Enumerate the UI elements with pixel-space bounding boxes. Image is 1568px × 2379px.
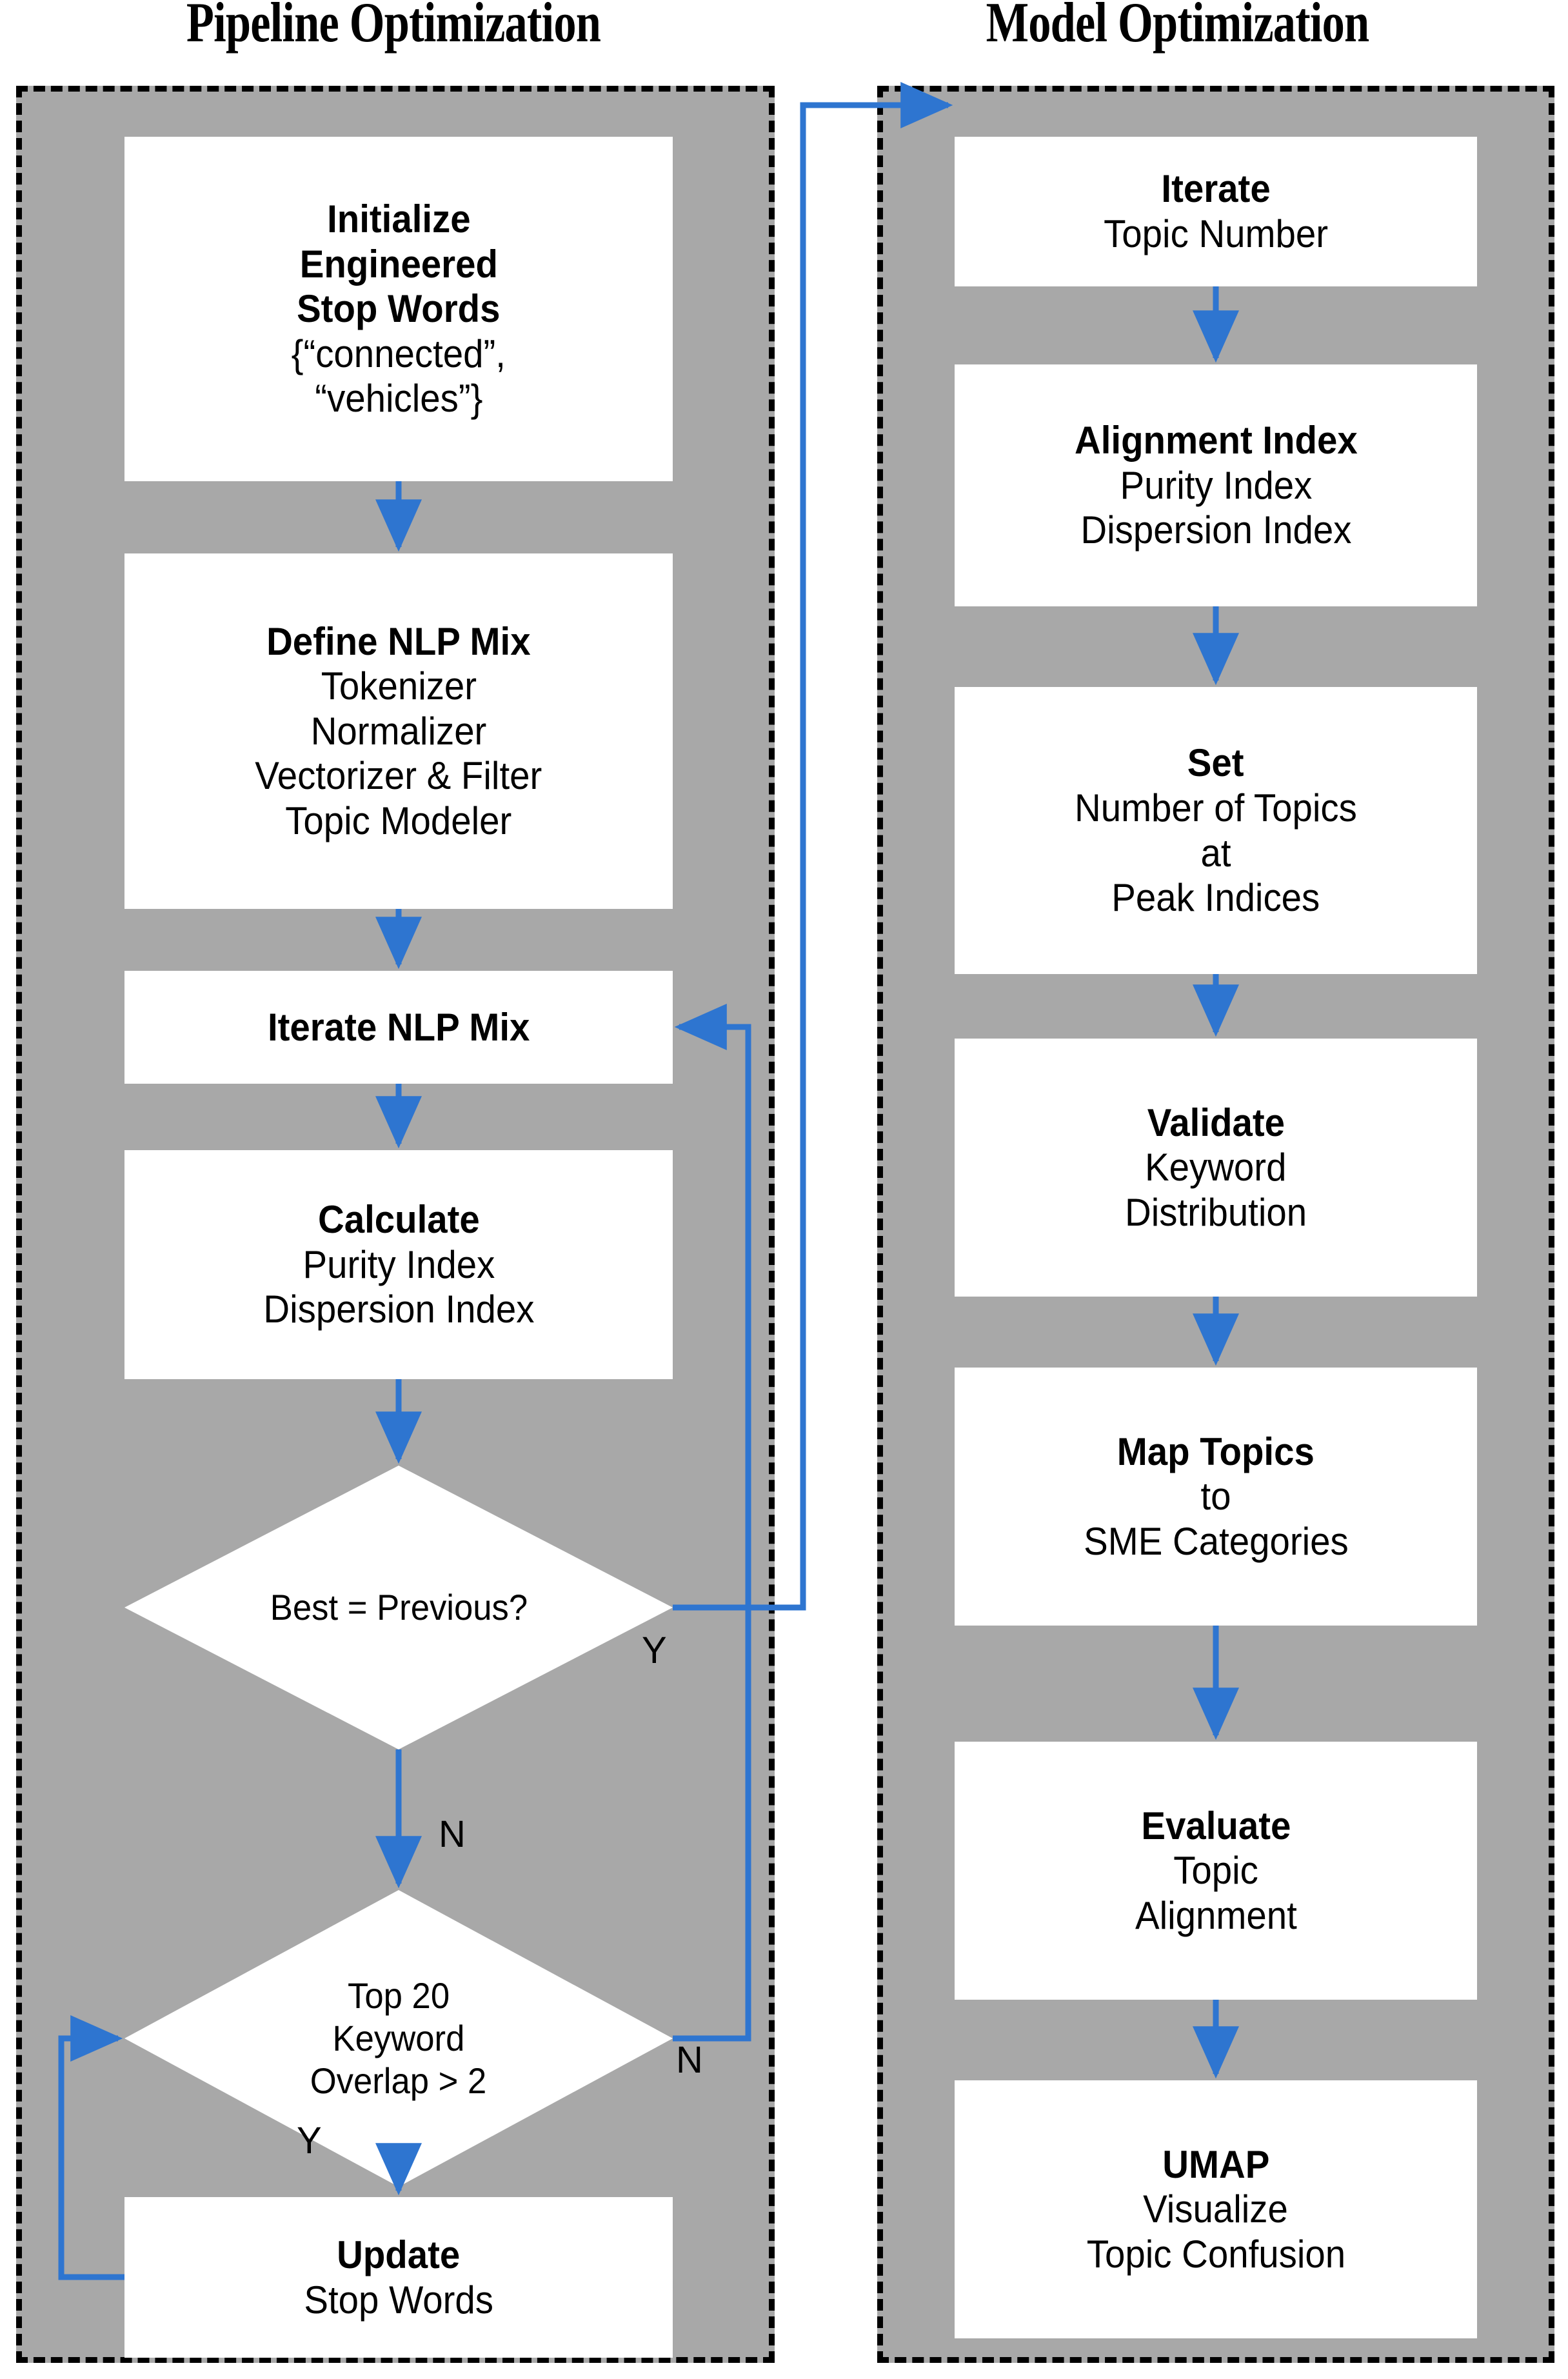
edge-label-overlap-no: N [676, 2039, 703, 2081]
node-line: Normalizer [310, 709, 487, 753]
node-alignment-index[interactable]: Alignment Index Purity Index Dispersion … [955, 364, 1477, 606]
node-umap-visualize[interactable]: UMAP Visualize Topic Confusion [955, 2080, 1477, 2338]
node-line: Alignment Index [1074, 419, 1358, 463]
decision-line: Best = Previous? [270, 1586, 528, 1627]
node-line: Keyword [1145, 1146, 1287, 1190]
node-line: Topic Modeler [285, 799, 512, 842]
node-initialize-stop-words[interactable]: Initialize Engineered Stop Words {“conne… [124, 137, 673, 481]
node-update-stop-words[interactable]: Update Stop Words [124, 2197, 673, 2358]
node-line: Define NLP Mix [266, 619, 531, 663]
decision-line: Overlap > 2 [310, 2060, 487, 2102]
node-line: Map Topics [1116, 1429, 1315, 1473]
edge-label-best-previous-no: N [439, 1813, 466, 1855]
node-line: Engineered [299, 242, 498, 286]
node-line: Stop Words [297, 287, 501, 331]
node-line: Number of Topics [1075, 786, 1357, 830]
node-validate-keyword-distribution[interactable]: Validate Keyword Distribution [955, 1039, 1477, 1297]
node-line: “vehicles”} [314, 377, 483, 421]
node-line: Update [337, 2233, 461, 2276]
node-map-topics-to-sme[interactable]: Map Topics to SME Categories [955, 1368, 1477, 1626]
node-line: {“connected”, [291, 332, 506, 375]
node-line: Visualize [1143, 2187, 1289, 2231]
node-line: Evaluate [1140, 1804, 1291, 1847]
node-line: Alignment [1135, 1893, 1297, 1937]
node-line: Tokenizer [321, 664, 477, 708]
node-line: Validate [1147, 1100, 1285, 1144]
node-line: Iterate NLP Mix [267, 1005, 530, 1049]
node-line: Vectorizer & Filter [255, 754, 542, 798]
node-line: Dispersion Index [263, 1288, 535, 1331]
node-line: Dispersion Index [1080, 508, 1352, 552]
node-line: Initialize [326, 197, 471, 241]
edge-label-overlap-yes: Y [297, 2120, 322, 2162]
edge-label-best-previous-yes: Y [642, 1629, 667, 1671]
node-line: Distribution [1124, 1190, 1307, 1234]
node-line: Iterate [1161, 167, 1271, 211]
decision-line: Top 20 [347, 1975, 450, 2016]
node-line: at [1200, 831, 1231, 875]
node-line: Peak Indices [1111, 876, 1320, 920]
node-line: to [1200, 1475, 1231, 1518]
node-line: Topic Confusion [1086, 2232, 1345, 2276]
node-line: Purity Index [303, 1242, 495, 1286]
node-line: Calculate [317, 1198, 480, 1242]
node-line: SME Categories [1083, 1519, 1349, 1563]
node-line: Purity Index [1120, 463, 1312, 507]
node-line: Topic [1173, 1849, 1258, 1893]
decision-line: Keyword [332, 2017, 465, 2058]
node-set-number-of-topics[interactable]: Set Number of Topics at Peak Indices [955, 687, 1477, 974]
node-calculate-indices[interactable]: Calculate Purity Index Dispersion Index [124, 1150, 673, 1379]
node-line: Set [1187, 741, 1244, 785]
node-line: UMAP [1162, 2142, 1270, 2186]
node-iterate-nlp-mix[interactable]: Iterate NLP Mix [124, 971, 673, 1084]
node-iterate-topic-number[interactable]: Iterate Topic Number [955, 137, 1477, 286]
pipeline-column-title: Pipeline Optimization [186, 0, 601, 54]
node-evaluate-topic-alignment[interactable]: Evaluate Topic Alignment [955, 1742, 1477, 2000]
node-line: Stop Words [304, 2278, 493, 2322]
node-line: Topic Number [1104, 212, 1328, 255]
node-define-nlp-mix[interactable]: Define NLP Mix Tokenizer Normalizer Vect… [124, 553, 673, 909]
model-column-title: Model Optimization [986, 0, 1370, 54]
